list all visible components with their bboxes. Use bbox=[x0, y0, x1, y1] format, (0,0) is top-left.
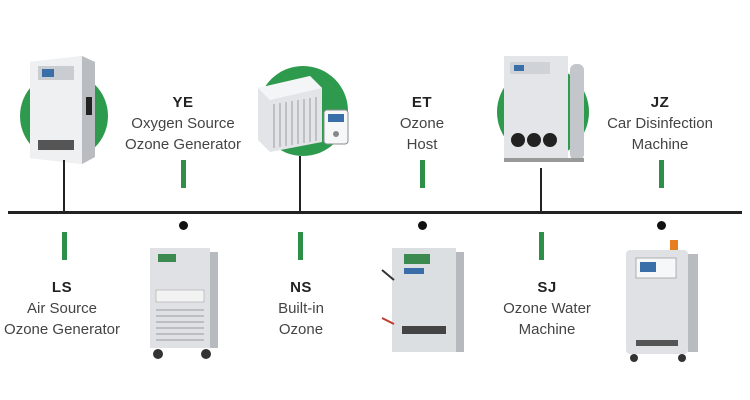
et-label: ET Ozone Host bbox=[337, 93, 507, 155]
ns-built-in-ozone-image bbox=[258, 76, 349, 152]
ns-line1: Built-in bbox=[278, 300, 324, 317]
timeline-axis bbox=[8, 211, 742, 214]
ye-dot bbox=[179, 221, 188, 230]
sj-label: SJ Ozone Water Machine bbox=[462, 278, 632, 340]
jz-label: JZ Car Disinfection Machine bbox=[575, 93, 745, 155]
et-ozone-host-image bbox=[381, 248, 464, 352]
ls-label: LS Air Source Ozone Generator bbox=[0, 278, 147, 340]
sj-stem-upper bbox=[540, 168, 542, 212]
ns-code: NS bbox=[290, 279, 312, 296]
et-dot bbox=[418, 221, 427, 230]
et-marker bbox=[420, 160, 425, 188]
ls-stem-upper bbox=[63, 160, 65, 212]
jz-car-disinfection-machine-image bbox=[626, 240, 698, 362]
sj-code: SJ bbox=[537, 279, 557, 296]
jz-line1: Car Disinfection bbox=[607, 115, 713, 132]
ls-line2: Ozone Generator bbox=[4, 321, 120, 338]
et-code: ET bbox=[411, 94, 433, 111]
ye-label: YE Oxygen Source Ozone Generator bbox=[98, 93, 268, 155]
ye-line2: Ozone Generator bbox=[125, 136, 241, 153]
ye-line1: Oxygen Source bbox=[131, 115, 235, 132]
ns-marker bbox=[298, 232, 303, 260]
sj-ozone-water-machine-image bbox=[504, 56, 584, 162]
jz-code: JZ bbox=[650, 94, 670, 111]
ls-code: LS bbox=[51, 279, 73, 296]
sj-line2: Machine bbox=[518, 321, 576, 338]
jz-line2: Machine bbox=[631, 136, 689, 153]
sj-line1: Ozone Water bbox=[503, 300, 591, 317]
ye-marker bbox=[181, 160, 186, 188]
ls-marker bbox=[62, 232, 67, 260]
ns-line2: Ozone bbox=[278, 321, 324, 338]
jz-marker bbox=[659, 160, 664, 188]
ye-oxygen-source-generator-image bbox=[150, 248, 218, 359]
et-line1: Ozone bbox=[399, 115, 445, 132]
jz-dot bbox=[657, 221, 666, 230]
ns-label: NS Built-in Ozone bbox=[216, 278, 386, 340]
ns-stem-upper bbox=[299, 156, 301, 212]
sj-marker bbox=[539, 232, 544, 260]
ls-line1: Air Source bbox=[26, 300, 98, 317]
et-line2: Host bbox=[406, 136, 438, 153]
ye-code: YE bbox=[172, 94, 194, 111]
ls-air-source-generator-image bbox=[30, 56, 95, 164]
